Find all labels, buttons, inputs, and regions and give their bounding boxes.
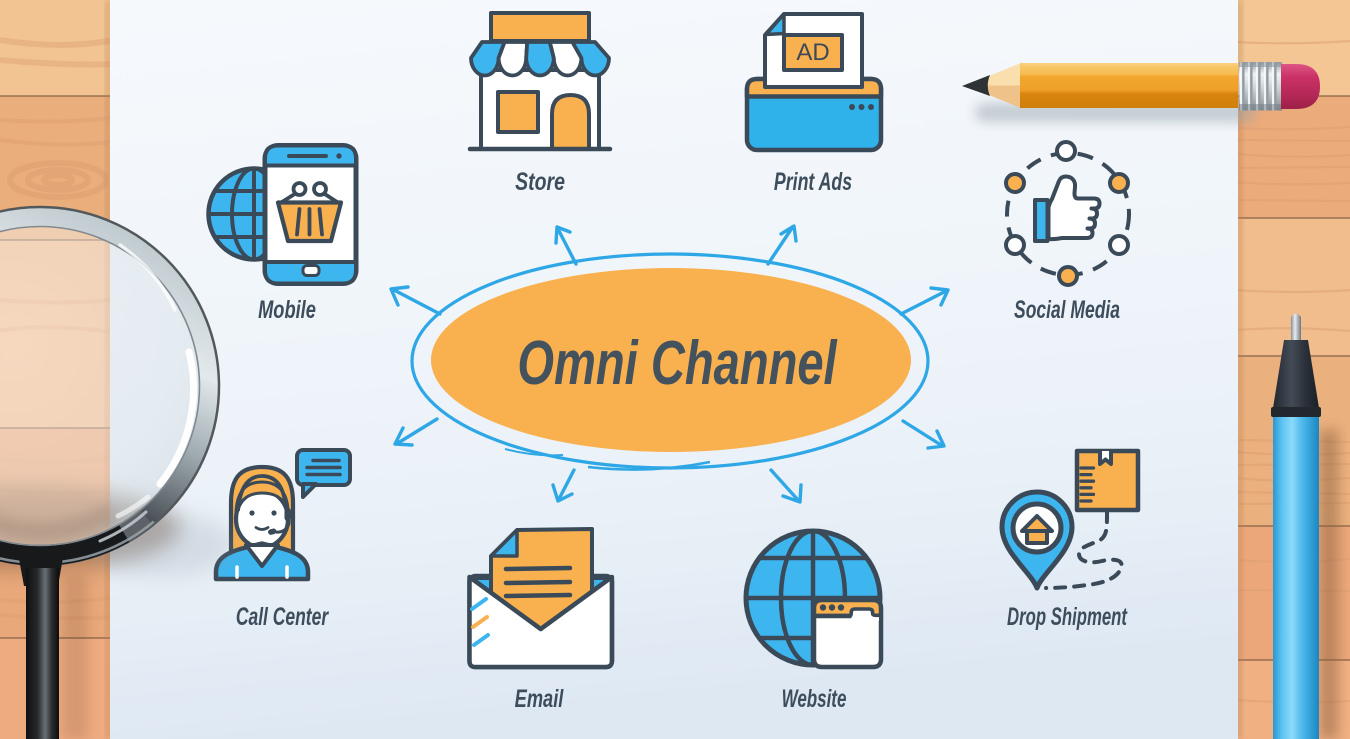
svg-text:Call Center: Call Center (236, 602, 330, 631)
svg-text:Mobile: Mobile (258, 295, 316, 324)
svg-text:AD: AD (796, 39, 829, 66)
svg-text:Drop Shipment: Drop Shipment (1007, 603, 1128, 631)
svg-text:Social Media: Social Media (1014, 295, 1120, 324)
svg-text:Omni Channel: Omni Channel (517, 328, 838, 398)
svg-text:Email: Email (515, 684, 564, 713)
svg-text:Store: Store (515, 168, 565, 196)
svg-text:Website: Website (782, 685, 847, 713)
svg-text:Print Ads: Print Ads (774, 167, 852, 196)
